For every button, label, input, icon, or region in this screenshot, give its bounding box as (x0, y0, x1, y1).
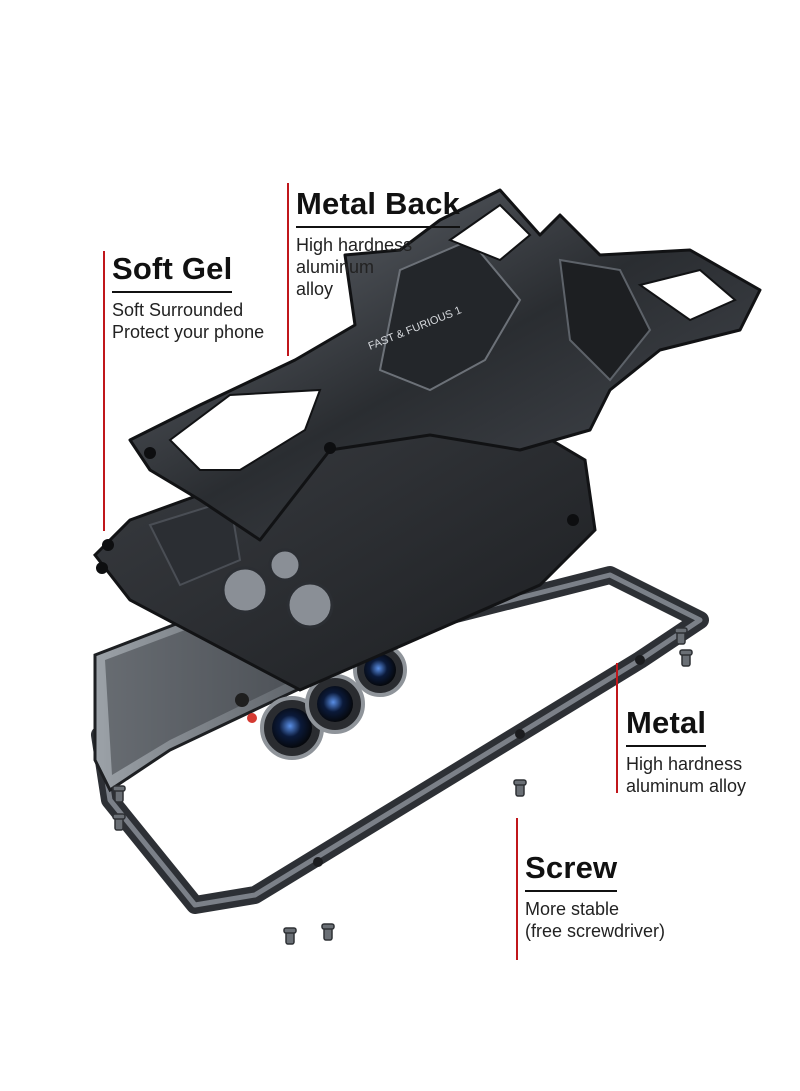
screw (679, 649, 693, 667)
soft-gel-indicator-line (103, 251, 105, 531)
metal-title: Metal (626, 705, 707, 747)
screw (513, 779, 527, 797)
soft-gel-title: Soft Gel (112, 251, 233, 293)
metal-back-plate: FAST & FURIOUS 1 (128, 188, 762, 542)
screw (112, 813, 126, 831)
metal-back-callout: Metal Back High hardness aluminum alloy (296, 186, 460, 300)
screw-description: More stable (free screwdriver) (525, 899, 666, 941)
metal-indicator-line (616, 663, 618, 793)
metal-back-title: Metal Back (296, 186, 460, 228)
soft-gel-callout: Soft Gel Soft Surrounded Protect your ph… (112, 251, 264, 343)
screws (112, 627, 693, 945)
screw-title: Screw (525, 850, 618, 892)
metal-back-indicator-line (287, 183, 289, 356)
camera-lenses (235, 643, 407, 760)
screw (321, 923, 335, 941)
metal-back-description: High hardness aluminum alloy (296, 235, 413, 299)
metal-description: High hardness aluminum alloy (626, 754, 747, 796)
screw (674, 627, 688, 645)
screw (112, 785, 126, 803)
screw-indicator-line (516, 818, 518, 960)
screw (283, 927, 297, 945)
metal-callout: Metal High hardness aluminum alloy (626, 705, 746, 797)
screw-callout: Screw More stable (free screwdriver) (525, 850, 665, 942)
soft-gel-description: Soft Surrounded Protect your phone (112, 300, 265, 342)
